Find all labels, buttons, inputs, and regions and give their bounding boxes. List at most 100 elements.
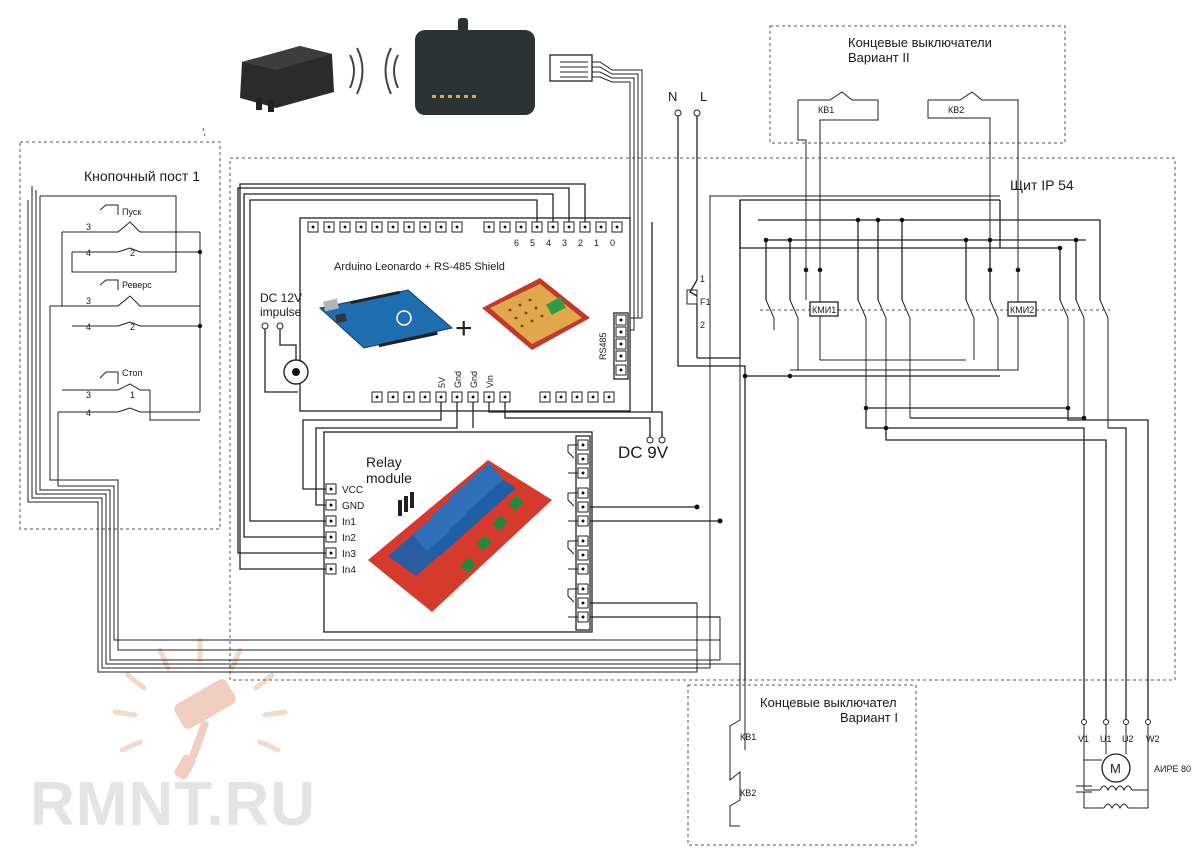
relay-title-line1: Relay: [366, 454, 402, 470]
motor-feed-lines: [865, 407, 1149, 720]
pin-label-gnd-2: Gnd: [469, 371, 479, 388]
start-pin-3: 3: [86, 222, 91, 232]
fuse-f1: F1 1 2: [686, 274, 711, 358]
rs485-shield-image: [482, 278, 590, 350]
fuse-pin-top: 1: [700, 274, 705, 284]
relay-output-terminals: [575, 435, 591, 631]
btn-reverse-label: Реверс: [122, 280, 152, 290]
btn-stop-label: Стоп: [122, 368, 143, 378]
relay-label-in3: In3: [342, 549, 356, 560]
dc12v-label: DC 12V: [260, 291, 302, 305]
watermark-logo: RMNT.RU: [30, 637, 316, 839]
button-post-enclosure: [19, 141, 221, 530]
relay-label-in1: In1: [342, 517, 356, 528]
arduino-bottom-header: [371, 391, 615, 403]
neutral-label: N: [668, 89, 677, 104]
button-post-title: Кнопочный пост 1: [84, 168, 200, 184]
motor-feed-junctions: [863, 405, 1087, 431]
button-reverse[interactable]: Реверс 3 2 4: [62, 279, 200, 332]
panel-enclosure: [229, 157, 1176, 681]
power-pin-labels: 5V Gnd Gnd Vin: [437, 371, 495, 388]
stop-pin-4: 4: [86, 408, 91, 418]
rj-connector-icon: [549, 54, 593, 82]
bus-junctions: [763, 217, 1079, 273]
relay-title-line2: module: [366, 470, 412, 486]
stop-pin-1: 1: [130, 390, 135, 400]
pin-label-0: 0: [610, 238, 615, 248]
start-pin-2: 2: [130, 248, 135, 258]
start-pin-4: 4: [86, 248, 91, 258]
fuse-label: F1: [700, 297, 711, 307]
watermark-sun-icon: [112, 637, 288, 753]
digital-pin-labels: 6 5 4 3 2 1 0: [514, 238, 615, 248]
motor-symbol-circle: [1101, 753, 1131, 783]
relay-label-in4: In4: [342, 565, 356, 576]
impulse-label: impulse: [260, 305, 302, 319]
fuse-pin-bottom: 2: [700, 320, 705, 330]
pin-label-vin: Vin: [485, 375, 495, 388]
remote-transmitter-icon: [240, 46, 334, 112]
pin-label-4: 4: [546, 238, 551, 248]
limit-switch-kv1-v2: КВ1: [797, 91, 879, 270]
relay-input-labels: VCC GND In1 In2 In3 In4: [342, 485, 364, 576]
line-terminal[interactable]: [693, 109, 701, 117]
relay-label-in2: In2: [342, 533, 356, 544]
btn-start-label: Пуск: [122, 207, 141, 217]
rs485-label: RS485: [598, 332, 608, 360]
limit-v1-title-line2: Вариант I: [840, 710, 898, 725]
limit-switch-v1-enclosure: [687, 684, 917, 846]
reverse-pin-3: 3: [86, 296, 91, 306]
button-stop[interactable]: Стоп 3 1 4: [58, 368, 200, 418]
pin-label-gnd-1: Gnd: [453, 371, 463, 388]
line-label: L: [700, 89, 707, 104]
reverse-pin-2: 2: [130, 322, 135, 332]
contactor-coil-km2: КМИ2: [790, 270, 1037, 371]
limit-switch-kv2-v2: КВ2: [927, 91, 1019, 270]
neutral-terminal[interactable]: [674, 109, 682, 117]
button-post-cable: [27, 186, 1000, 673]
pin-label-5: 5: [530, 238, 535, 248]
arduino-top-header: [307, 221, 623, 233]
kv2-v2-label: КВ2: [948, 105, 964, 115]
motor-term-u2: U2: [1122, 734, 1134, 744]
dc9v-terminal-plus[interactable]: [646, 436, 654, 444]
panel-title: Щит IP 54: [1010, 177, 1074, 193]
button-start[interactable]: Пуск 3 2 4: [62, 204, 200, 258]
reverse-pin-4: 4: [86, 322, 91, 332]
km1-label: КМИ1: [812, 305, 836, 315]
pin-label-5v: 5V: [437, 377, 447, 388]
stop-pin-3: 3: [86, 390, 91, 400]
pin-label-3: 3: [562, 238, 567, 248]
arduino-title: Arduino Leonardo + RS-485 Shield: [334, 261, 505, 273]
watermark-roller-icon: [174, 679, 236, 780]
relay-module-image: [368, 460, 552, 612]
motor: V1 U1 U2 W2 M АИРЕ 80: [1076, 719, 1191, 810]
contactor-contacts: [765, 299, 1109, 428]
motor-symbol-letter: M: [1110, 761, 1121, 776]
dc-jack: [261, 322, 309, 393]
dc9v-terminal-minus[interactable]: [658, 436, 666, 444]
motor-term-w2: W2: [1146, 734, 1160, 744]
relay-contact-symbols: [567, 444, 578, 618]
kv2-v1-label: КВ2: [740, 788, 756, 798]
watermark-text: RMNT.RU: [30, 770, 316, 839]
radio-receiver-icon: [415, 18, 535, 115]
relay-input-pins: [325, 483, 337, 575]
motor-model-label: АИРЕ 80: [1154, 764, 1191, 774]
relay-label-gnd: GND: [342, 501, 364, 512]
pin-label-1: 1: [594, 238, 599, 248]
kv1-v1-label: КВ1: [740, 732, 756, 742]
limit-v2-title-line1: Концевые выключатели: [848, 35, 992, 50]
limit-v2-title-line2: Вариант II: [848, 50, 910, 65]
contactor-wiring: [739, 200, 1101, 300]
kv1-v2-label: КВ1: [818, 105, 834, 115]
relay-label-vcc: VCC: [342, 485, 363, 496]
plus-sign: +: [455, 312, 473, 345]
rs485-terminal-block: [613, 312, 629, 380]
dc9v-label: DC 9V: [618, 443, 669, 462]
contactor-coil-km1: КМИ1: [805, 270, 966, 361]
limit-switch-kv1-v1: КВ1: [729, 664, 756, 760]
signal-waves-icon: [349, 47, 399, 95]
km2-label: КМИ2: [1010, 305, 1034, 315]
pin-label-6: 6: [514, 238, 519, 248]
